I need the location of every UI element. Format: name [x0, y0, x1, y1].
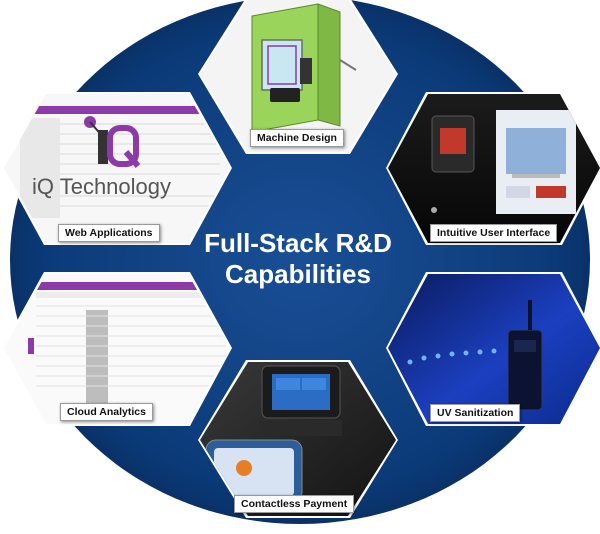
- iq-logo-icon: iQ Technology: [4, 94, 230, 243]
- center-title: Full-Stack R&D Capabilities: [176, 228, 420, 290]
- segment-contactless-payment: [198, 360, 398, 518]
- caption-machine-design: Machine Design: [250, 129, 344, 147]
- segment-cloud-analytics: [2, 272, 232, 426]
- segment-machine-design: [198, 0, 398, 154]
- segment-uv-sanitization: [386, 272, 600, 426]
- card-reader-icon: [200, 362, 396, 516]
- caption-uv-sanitization: UV Sanitization: [430, 404, 521, 422]
- center-title-line-2: Capabilities: [225, 259, 371, 289]
- iq-logo-text: iQ Technology: [32, 174, 171, 199]
- caption-cloud-analytics: Cloud Analytics: [60, 403, 153, 421]
- center-title-line-1: Full-Stack R&D: [204, 228, 392, 258]
- segment-web-applications: iQ Technology: [2, 92, 232, 245]
- caption-contactless-payment: Contactless Payment: [234, 495, 355, 513]
- segment-intuitive-user-interface: [386, 92, 600, 245]
- uv-light-icon: [388, 274, 600, 424]
- caption-web-applications: Web Applications: [58, 224, 160, 242]
- caption-intuitive-user-interface: Intuitive User Interface: [430, 224, 558, 242]
- analytics-table-icon: [4, 274, 230, 424]
- vending-machine-cad-icon: [200, 0, 396, 152]
- touchscreen-kiosk-icon: [388, 94, 600, 243]
